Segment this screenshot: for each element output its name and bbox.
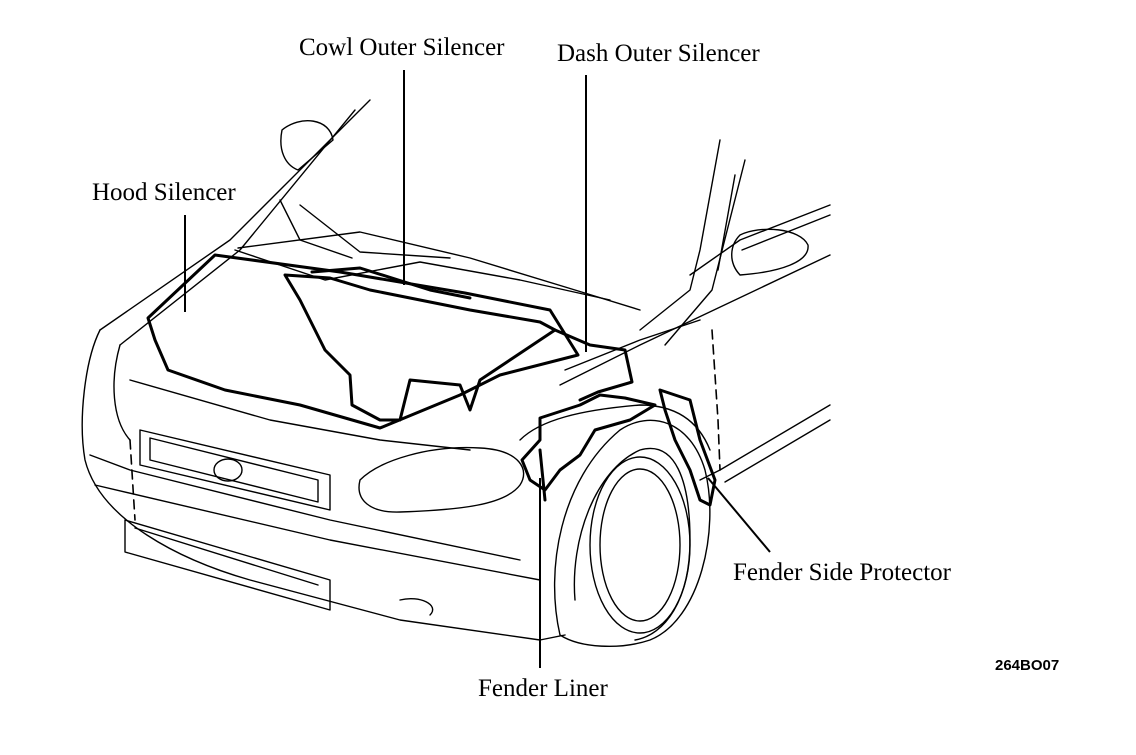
fender-liner-outline <box>520 393 657 502</box>
cowl-silencer-outline <box>283 266 557 422</box>
hood-panel <box>99 99 641 346</box>
label-cowl-outer-silencer: Cowl Outer Silencer <box>299 34 505 61</box>
dash-silencer-outline <box>553 328 634 402</box>
label-hood-silencer: Hood Silencer <box>92 179 236 206</box>
leader-fender-side-protector <box>707 477 771 553</box>
hood-silencer-outline <box>146 253 580 430</box>
label-fender-liner: Fender Liner <box>478 675 608 702</box>
figure-code: 264BO07 <box>995 657 1060 674</box>
leader-lines <box>184 70 771 668</box>
label-dash-outer-silencer: Dash Outer Silencer <box>557 40 760 67</box>
windshield <box>639 139 831 346</box>
body-side <box>559 254 831 483</box>
fender-side-protector-outline <box>658 388 717 507</box>
front-fascia <box>81 329 566 641</box>
front-wheel <box>519 404 711 648</box>
label-fender-side-protector: Fender Side Protector <box>733 559 952 586</box>
